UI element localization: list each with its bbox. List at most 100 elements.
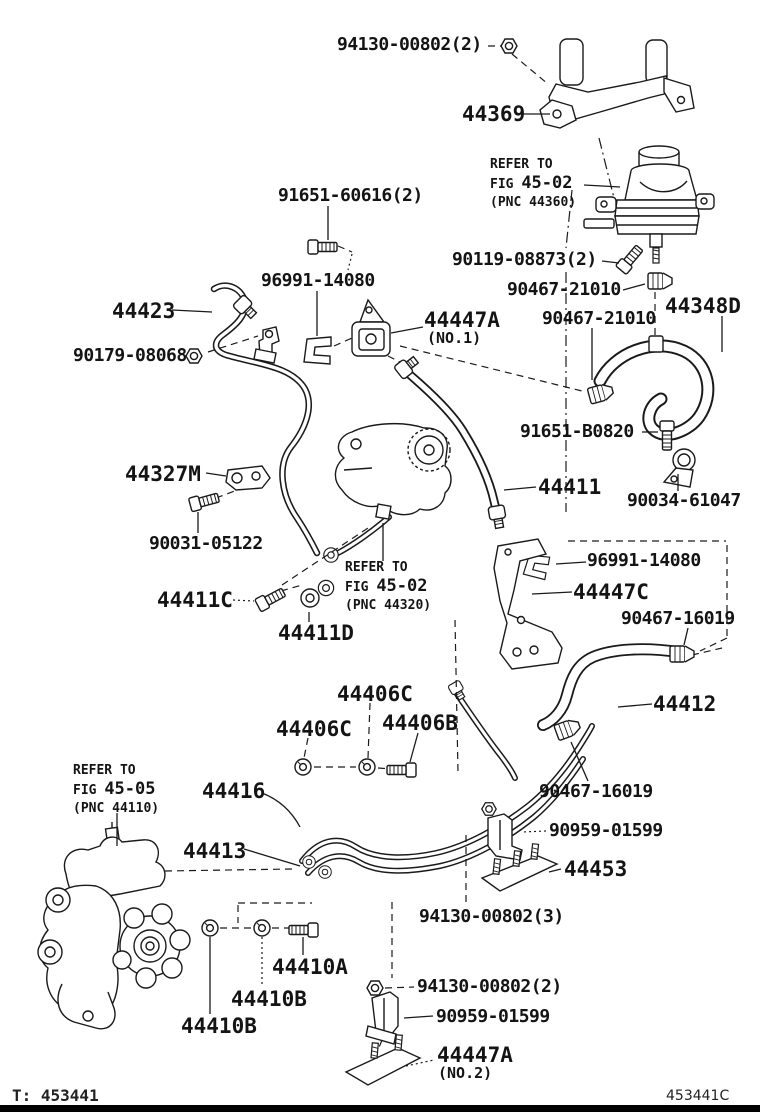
bolt-icon — [187, 490, 221, 513]
part-label-90467-16019-b: 90467-16019 — [539, 781, 653, 802]
part-label-44447a-no1: 44447A — [424, 308, 500, 332]
banjo-fitting-icon — [323, 547, 339, 563]
figure-code-left: T: 453441 — [12, 1086, 99, 1105]
part-label-44412: 44412 — [653, 692, 717, 716]
bracket-44447c-drawing — [493, 538, 563, 670]
bolt-icon — [386, 762, 417, 778]
part-label-96991-14080-b: 96991-14080 — [587, 550, 701, 571]
plate-44453-drawing — [480, 843, 559, 892]
part-label-no1: (NO.1) — [427, 329, 482, 347]
grommet-icon — [294, 758, 312, 776]
part-label-44406c-1: 44406C — [337, 682, 413, 706]
valve-stud-icon — [652, 247, 660, 264]
part-label-90119-08873: 90119-08873(2) — [452, 249, 597, 270]
refer-to-fig-45-02-reservoir: REFER TO FIG 45-02 (PNC 44360) — [490, 157, 576, 211]
part-label-44406b: 44406B — [382, 711, 458, 735]
part-label-44406c-2: 44406C — [276, 717, 352, 741]
refer-to-line: REFER TO — [73, 763, 136, 778]
pump-drawing — [334, 423, 452, 520]
hose-clamp-icon — [586, 381, 616, 405]
nut-icon — [366, 980, 384, 996]
bolt-icon — [253, 585, 288, 613]
part-label-44410a: 44410A — [272, 955, 348, 979]
part-label-90179-08068: 90179-08068 — [73, 345, 187, 366]
part-label-90959-01599-b: 90959-01599 — [436, 1006, 550, 1027]
part-label-94130-00802-3: 94130-00802(3) — [419, 906, 564, 927]
union-nut-icon — [231, 293, 260, 322]
reservoir-drawing — [583, 145, 715, 264]
union-ring-icon — [300, 588, 320, 608]
pnc-line: (PNC 44360) — [490, 194, 577, 210]
part-label-44348d: 44348D — [665, 294, 741, 318]
part-label-91651-b0820: 91651-B0820 — [520, 421, 634, 442]
union-ring-icon — [302, 855, 316, 869]
part-label-44411: 44411 — [538, 475, 602, 499]
part-label-44423: 44423 — [112, 299, 176, 323]
refer-to-line: REFER TO — [490, 157, 553, 172]
grommet-icon — [358, 758, 376, 776]
refer-to-fig-45-05-gear: REFER TO FIG 45-05 (PNC 44110) — [73, 763, 159, 817]
tab-bracket-drawing — [253, 326, 280, 364]
pump-outlet-line-drawing — [323, 514, 392, 563]
part-label-44410b-1: 44410B — [231, 987, 307, 1011]
hose-44412-drawing — [537, 643, 684, 731]
part-label-44447c: 44447C — [573, 580, 649, 604]
pump-return-line-drawing — [447, 679, 518, 781]
part-label-90034-61047: 90034-61047 — [627, 490, 741, 511]
nut-icon — [500, 38, 518, 54]
steering-gear-drawing — [37, 822, 191, 1030]
part-label-91651-60616: 91651-60616(2) — [278, 185, 423, 206]
part-label-44327m: 44327M — [125, 462, 201, 486]
fig-line: FIG 45-05 — [73, 779, 156, 800]
part-label-44411c: 44411C — [157, 588, 233, 612]
bottom-bar — [0, 1105, 760, 1112]
hose-44348d-drawing — [593, 335, 715, 441]
bracket-44447a-no1-drawing — [351, 298, 391, 357]
figure-code-right: 453441C — [666, 1088, 730, 1104]
hose-clamp-icon — [669, 645, 695, 663]
tube-44423-drawing — [210, 282, 321, 557]
part-label-44411d: 44411D — [278, 621, 354, 645]
tube-44416-drawing — [299, 723, 595, 864]
bolt-icon — [659, 420, 675, 451]
part-label-90467-21010-b: 90467-21010 — [542, 308, 656, 329]
part-label-44447a-no2: 44447A — [437, 1043, 513, 1067]
refer-to-fig-45-02-pump: REFER TO FIG 45-02 (PNC 44320) — [345, 560, 431, 614]
fig-line: FIG 45-02 — [345, 576, 428, 597]
part-label-90467-21010-a: 90467-21010 — [507, 279, 621, 300]
bracket-44369-drawing — [539, 38, 695, 129]
grommet-icon — [253, 919, 271, 937]
part-label-44369: 44369 — [462, 102, 526, 126]
tube-clip-icon — [303, 336, 332, 365]
leader-lines — [116, 45, 723, 1067]
union-nut-icon — [487, 504, 509, 530]
part-label-44410b-2: 44410B — [181, 1014, 257, 1038]
bolt-icon — [614, 242, 646, 276]
tube-44411-drawing — [404, 369, 501, 514]
part-label-no2: (NO.2) — [438, 1064, 493, 1082]
part-label-44453: 44453 — [564, 857, 628, 881]
bolt-icon — [307, 239, 338, 255]
bracket-90959-upper-drawing — [487, 813, 523, 861]
part-label-96991-14080-a: 96991-14080 — [261, 270, 375, 291]
hose-clamp-icon — [647, 272, 673, 290]
bolt-icon — [288, 922, 319, 938]
bracket-44327m-drawing — [225, 465, 271, 491]
part-label-94130-00802-bottom: 94130-00802(2) — [417, 976, 562, 997]
part-label-90031-05122: 90031-05122 — [149, 533, 263, 554]
pnc-line: (PNC 44110) — [73, 800, 160, 816]
part-label-44416: 44416 — [202, 779, 266, 803]
fig-line: FIG 45-02 — [490, 173, 573, 194]
union-ring-icon — [317, 579, 335, 597]
nut-icon — [481, 802, 497, 816]
pnc-line: (PNC 44320) — [345, 597, 432, 613]
refer-to-line: REFER TO — [345, 560, 408, 575]
nut-icon — [185, 348, 203, 364]
part-label-44413: 44413 — [183, 839, 247, 863]
plate-44447a-no2-drawing — [344, 1034, 422, 1086]
part-label-90959-01599-a: 90959-01599 — [549, 820, 663, 841]
bracket-90959-lower-drawing — [365, 991, 399, 1045]
union-ring-icon — [318, 865, 332, 879]
